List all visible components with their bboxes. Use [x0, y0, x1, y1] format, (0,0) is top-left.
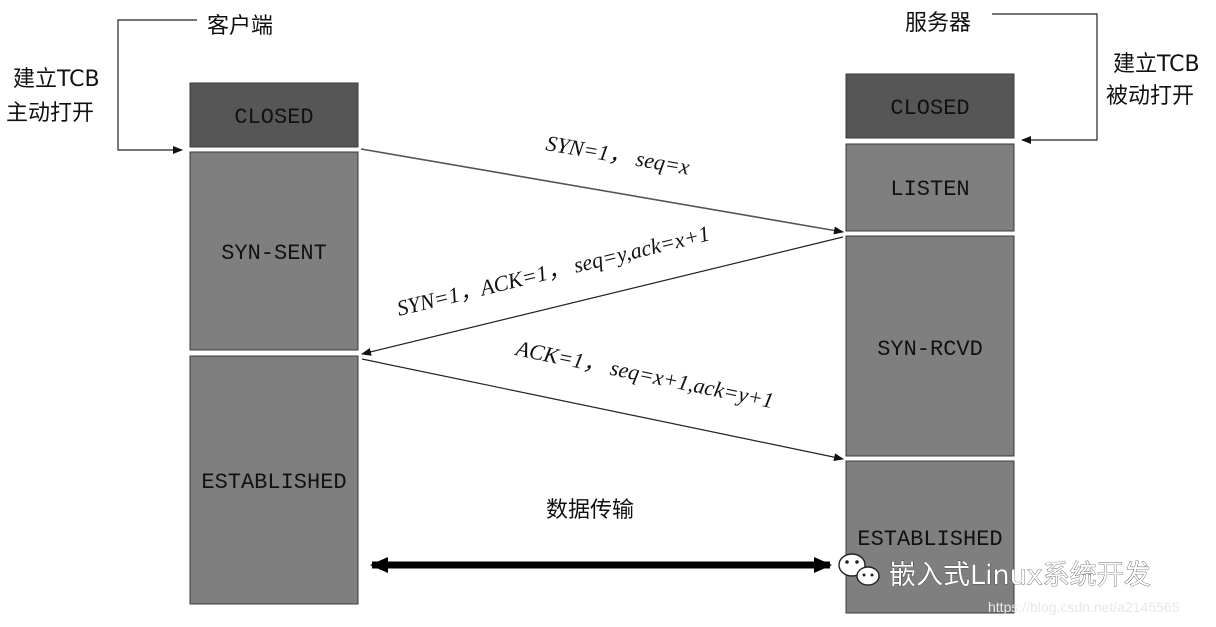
server-title: 服务器: [905, 11, 971, 36]
wechat-icon: [838, 553, 880, 586]
server-state-column: CLOSED LISTEN SYN-RCVD ESTABLISHED: [845, 73, 1015, 614]
ack-message: ACK=1， seq=x+1,ack=y+1: [512, 335, 776, 413]
syn-arrow: [360, 148, 844, 235]
client-state-syn-sent-box: [189, 151, 359, 351]
syn-ack-message: SYN=1，ACK=1， seq=y,ack=x+1: [394, 221, 712, 321]
server-state-listen: LISTEN: [890, 177, 969, 202]
server-state-closed: CLOSED: [890, 96, 969, 121]
client-state-established: ESTABLISHED: [201, 470, 346, 495]
client-open-bracket: [117, 19, 197, 154]
client-state-established-box: [189, 355, 359, 605]
client-open-line1: 建立TCB: [13, 67, 100, 92]
server-state-established-box: [845, 460, 1015, 614]
client-open-line2: 主动打开: [6, 101, 94, 126]
client-title: 客户端: [207, 14, 273, 39]
server-open-line1: 建立TCB: [1113, 52, 1200, 77]
watermark-url: https://blog.csdn.net/a2145565: [988, 599, 1180, 615]
server-state-established: ESTABLISHED: [857, 527, 1002, 552]
server-state-syn-rcvd: SYN-RCVD: [877, 337, 983, 362]
client-state-syn-sent: SYN-SENT: [221, 241, 327, 266]
server-open-bracket: [992, 13, 1098, 144]
server-state-closed-box: [845, 73, 1015, 139]
server-state-syn-rcvd-box: [845, 235, 1015, 457]
server-state-listen-box: [845, 143, 1015, 232]
client-state-column: CLOSED SYN-SENT ESTABLISHED: [189, 82, 359, 605]
watermark: 嵌入式Linux系统开发 https://blog.csdn.net/a2145…: [838, 553, 1180, 615]
syn-ack-arrow: [361, 236, 844, 356]
data-transfer-label: 数据传输: [546, 498, 634, 523]
client-state-closed: CLOSED: [234, 105, 313, 130]
watermark-text: 嵌入式Linux系统开发: [889, 560, 1151, 591]
client-state-closed-box: [189, 82, 359, 148]
ack-arrow: [361, 358, 844, 462]
syn-message: SYN=1， seq=x: [544, 130, 692, 179]
server-open-line2: 被动打开: [1106, 84, 1194, 109]
